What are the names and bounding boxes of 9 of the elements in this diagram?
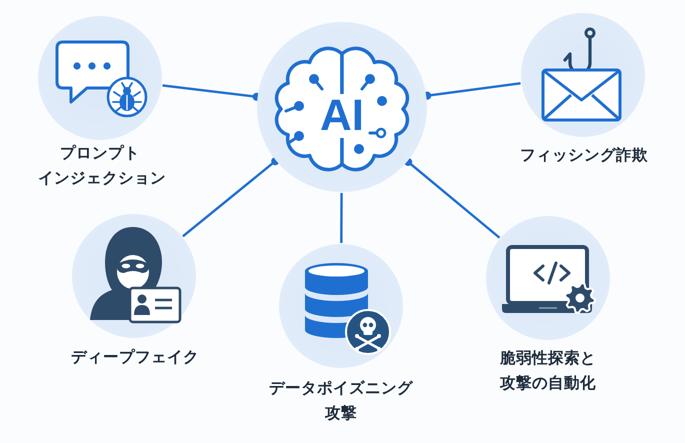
- node-label: プロンプトインジェクション: [38, 143, 162, 189]
- connector-line: [423, 82, 521, 100]
- connector-line: [182, 157, 280, 238]
- node-label: ディープフェイク: [71, 347, 197, 368]
- node-label: フィッシング詐欺: [520, 145, 646, 166]
- node-label: データポイズニング攻撃: [269, 378, 413, 424]
- connector-line: [340, 193, 343, 243]
- connector-line: [404, 158, 500, 239]
- node-label: 脆弱性探索と攻撃の自動化: [498, 348, 597, 394]
